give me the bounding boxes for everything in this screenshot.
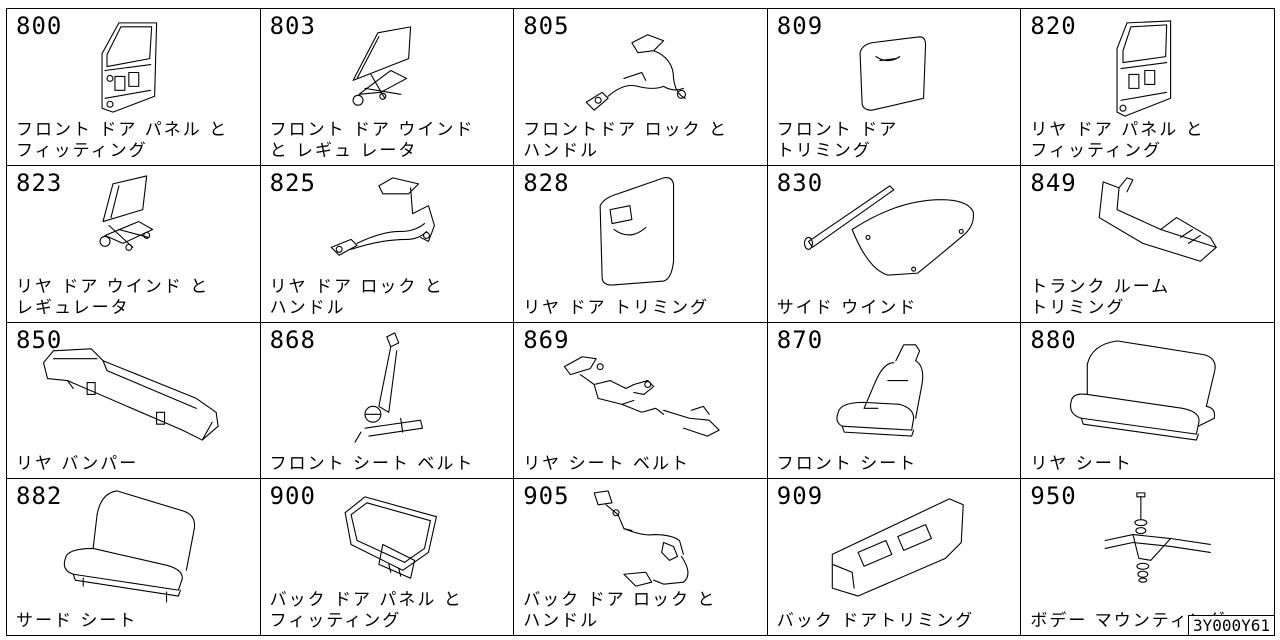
part-code: 880 [1030,325,1077,354]
part-code: 800 [16,12,63,40]
part-code: 805 [523,12,570,40]
part-label: トランク ルーム トリミング [1030,276,1171,318]
part-cell-805[interactable]: 805 フロントドア ロック と ハンドル [514,9,768,166]
front-window-regulator-icon [352,26,411,106]
part-label: フロント ドア ウインド と レギュ レータ [269,119,475,161]
part-cell-803[interactable]: 803 フロント ドア ウインド と レギュ レータ [260,9,515,166]
part-cell-825[interactable]: 825 リヤ ドア ロック と ハンドル [260,165,515,323]
back-door-lock-icon [593,490,689,587]
diagram-code: 3Y000Y61 [1187,615,1275,636]
rear-door-trim-icon [599,176,675,286]
part-cell-900[interactable]: 900 バック ドア パネル と フィッティング [260,479,515,636]
part-cell-849[interactable]: 849 トランク ルーム トリミング [1021,165,1275,323]
part-label: リヤ ドア ウインド と レギュレータ [16,276,210,318]
part-code: 868 [269,325,316,354]
part-label: サード シート [16,611,138,631]
body-mounting-icon [1104,492,1212,583]
parts-grid: 800 フロント ドア パネル と フィッティング 803 フロント ドア ウインド… [6,8,1275,636]
part-cell-905[interactable]: 905 バック ドア ロック と ハンドル [514,479,768,636]
part-label: リヤ ドア ロック と ハンドル [269,276,444,318]
part-cell-909[interactable]: 909 バック ドアトリミング [767,479,1022,636]
part-cell-809[interactable]: 809 フロント ドア トリミング [767,9,1022,166]
part-label: リヤ シート ベルト [523,454,690,475]
part-cell-850[interactable]: 850 リヤ バンパー [7,322,261,480]
part-label: バック ドア パネル と フィッティング [269,590,463,631]
part-code: 820 [1030,12,1077,40]
part-code: 803 [269,12,316,40]
rear-bumper-icon [42,347,219,441]
part-label: フロント ドア パネル と フィッティング [16,119,229,161]
part-label: リヤ ドア トリミング [523,297,709,318]
part-code: 905 [523,482,570,511]
part-code: 870 [776,325,824,354]
part-cell-880[interactable]: 880 リヤ シート [1021,322,1275,480]
rear-seat-belt-icon [564,355,720,437]
part-code: 850 [16,325,63,354]
part-cell-870[interactable]: 870 フロント シート [767,322,1022,480]
back-door-panel-icon [344,496,437,579]
front-door-panel-icon [101,22,158,113]
part-cell-820[interactable]: 820 リヤ ドア パネル と フィッティング [1021,9,1275,166]
part-code: 828 [523,168,570,197]
rear-seat-icon [1070,339,1217,441]
part-cell-800[interactable]: 800 フロント ドア パネル と フィッティング [7,9,261,166]
part-code: 900 [269,482,316,511]
part-cell-868[interactable]: 868 フロント シート ベルト [260,322,515,480]
front-seat-belt-icon [354,331,423,443]
part-code: 823 [16,168,63,197]
part-code: 882 [16,482,63,511]
front-door-trim-icon [859,36,926,111]
part-cell-823[interactable]: 823 リヤ ドア ウインド と レギュレータ [7,165,261,323]
part-cell-869[interactable]: 869 リヤ シート ベルト [514,322,768,480]
front-door-lock-icon [585,34,687,111]
rear-door-lock-icon [330,177,435,256]
part-label: バック ドアトリミング [776,611,975,631]
part-label: バック ドア ロック と ハンドル [523,590,717,631]
part-code: 809 [776,12,824,40]
part-code: 909 [776,482,824,511]
part-cell-828[interactable]: 828 リヤ ドア トリミング [514,165,768,323]
rear-window-regulator-icon [99,175,154,251]
part-label: フロント シート [776,454,918,475]
part-label: フロント シート ベルト [269,454,475,475]
part-label: リヤ ドア パネル と フィッティング [1030,119,1205,161]
side-window-icon [803,185,974,276]
part-code: 869 [523,325,570,354]
part-label: リヤ シート [1030,454,1133,475]
part-label: フロント ドア トリミング [776,119,899,161]
part-cell-882[interactable]: 882 サード シート [7,479,261,636]
part-code: 830 [776,168,824,197]
rear-door-panel-icon [1116,20,1172,117]
front-seat-icon [836,343,924,437]
third-seat-icon [63,490,196,603]
part-cell-830[interactable]: 830 サイド ウインド [767,165,1022,323]
trunk-trim-icon [1099,177,1218,262]
part-label: リヤ バンパー [16,454,139,475]
part-code: 825 [269,168,316,197]
part-code: 849 [1030,168,1077,197]
back-door-trim-icon [831,498,964,597]
part-code: 950 [1030,482,1077,511]
part-label: サイド ウインド [776,297,918,318]
part-label: フロントドア ロック と ハンドル [523,119,728,161]
